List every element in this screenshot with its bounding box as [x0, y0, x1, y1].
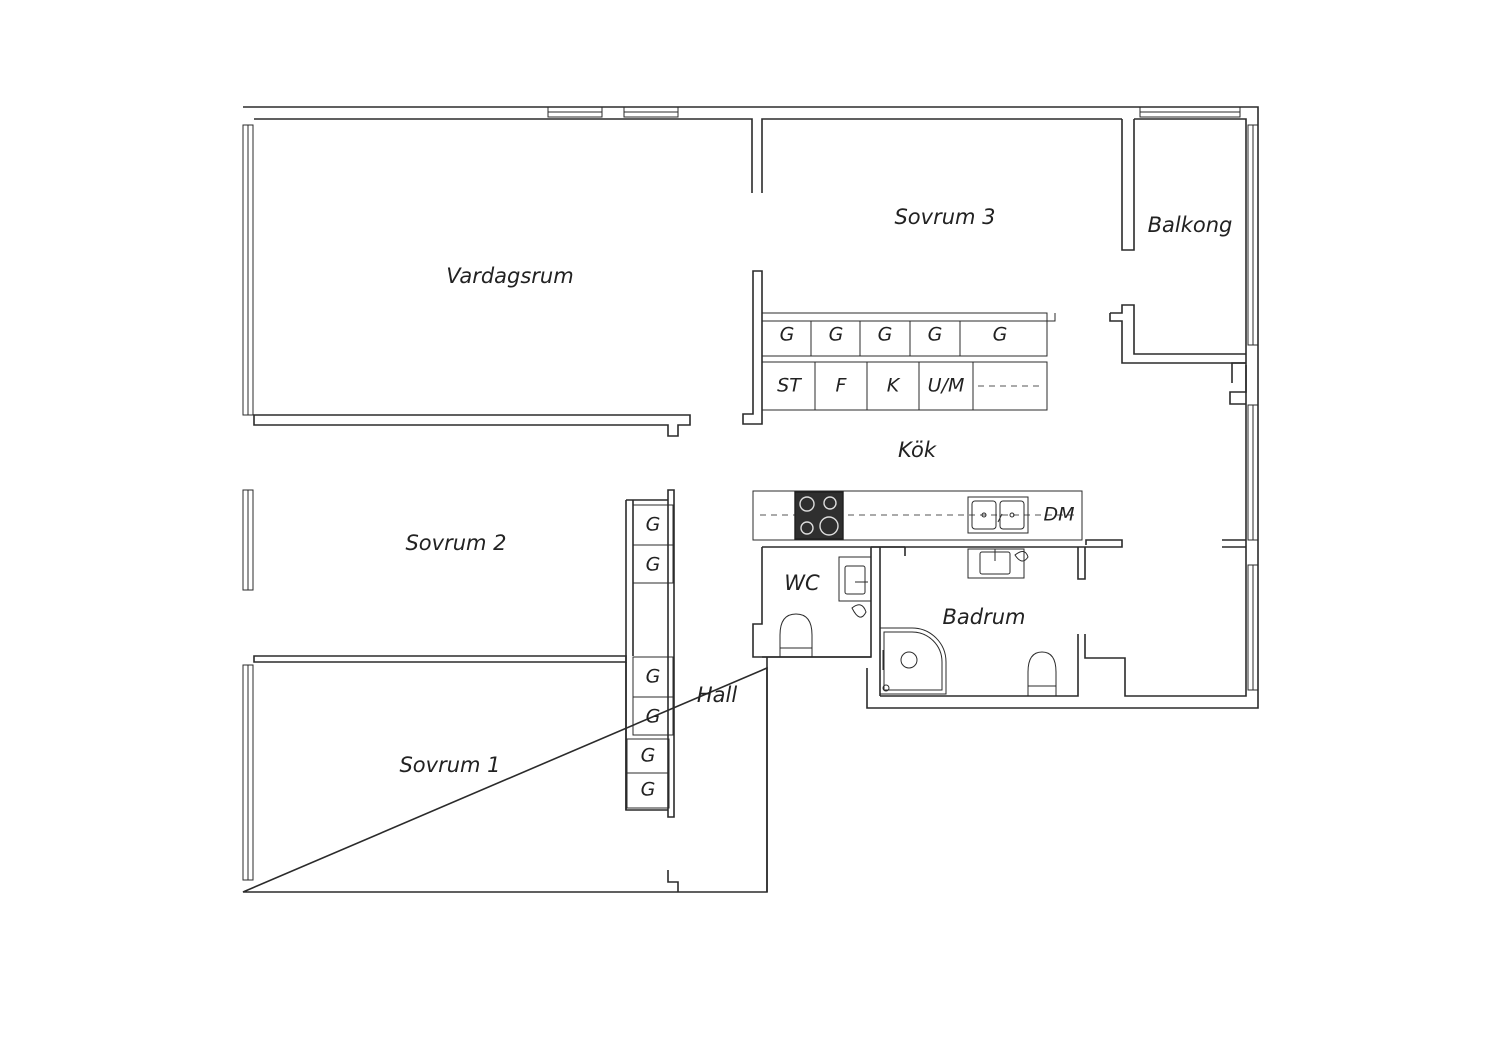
room-label-wc: WC: [784, 571, 820, 595]
room-label-sovrum-1: Sovrum 1: [399, 753, 500, 777]
wc-toilet-icon: [779, 613, 813, 657]
kitchen-upper-label-3: G: [878, 324, 893, 346]
room-label-badrum: Badrum: [942, 605, 1025, 629]
windows: [242, 106, 1259, 881]
hall-closet-label-5: G: [641, 745, 656, 767]
room-labels: Vardagsrum Sovrum 3 Balkong Kök Sovrum 2…: [399, 205, 1232, 777]
kitchen-lower-label-um: U/M: [928, 375, 965, 397]
kitchen-lower-label-f: F: [836, 375, 848, 397]
interior-walls: [253, 119, 1247, 892]
hall-closets: [626, 504, 674, 809]
hall-closet-label-6: G: [641, 779, 656, 801]
kitchen-upper-cabinets: [761, 312, 1056, 357]
room-label-hall: Hall: [697, 683, 737, 707]
dishwasher-label: DM: [1043, 504, 1074, 526]
kitchen-upper-label-2: G: [829, 324, 844, 346]
room-label-sovrum-2: Sovrum 2: [405, 531, 506, 555]
kitchen-upper-label-4: G: [928, 324, 943, 346]
room-label-kok: Kök: [898, 438, 937, 462]
wc-sink-icon: [838, 556, 872, 602]
kitchen-lower-label-k: K: [887, 375, 901, 397]
kitchen-upper-label-1: G: [780, 324, 795, 346]
bath-sink-icon: [967, 548, 1025, 579]
wc-fixtures: [779, 556, 872, 657]
cabinet-labels: G G G G G ST F K U/M DM G G G G G G: [641, 324, 1075, 801]
room-label-sovrum-3: Sovrum 3: [894, 205, 995, 229]
kitchen-sink-icon: [967, 496, 1029, 534]
kitchen-lower-label-st: ST: [777, 375, 802, 397]
bathroom-fixtures: [880, 548, 1057, 696]
hall-closet-label-1: G: [646, 514, 661, 536]
bath-toilet-icon: [1027, 651, 1057, 696]
shower-icon: [880, 627, 947, 695]
room-label-balkong: Balkong: [1148, 213, 1233, 237]
kitchen-upper-label-5: G: [993, 324, 1008, 346]
hall-closet-label-2: G: [646, 554, 661, 576]
outer-walls: [242, 106, 1259, 893]
room-label-vardagsrum: Vardagsrum: [446, 264, 573, 288]
kitchen-lower-cabinets: [761, 361, 1048, 411]
hall-closet-label-3: G: [646, 666, 661, 688]
kitchen-counter: [752, 490, 1083, 541]
hall-closet-label-4: G: [646, 706, 661, 728]
